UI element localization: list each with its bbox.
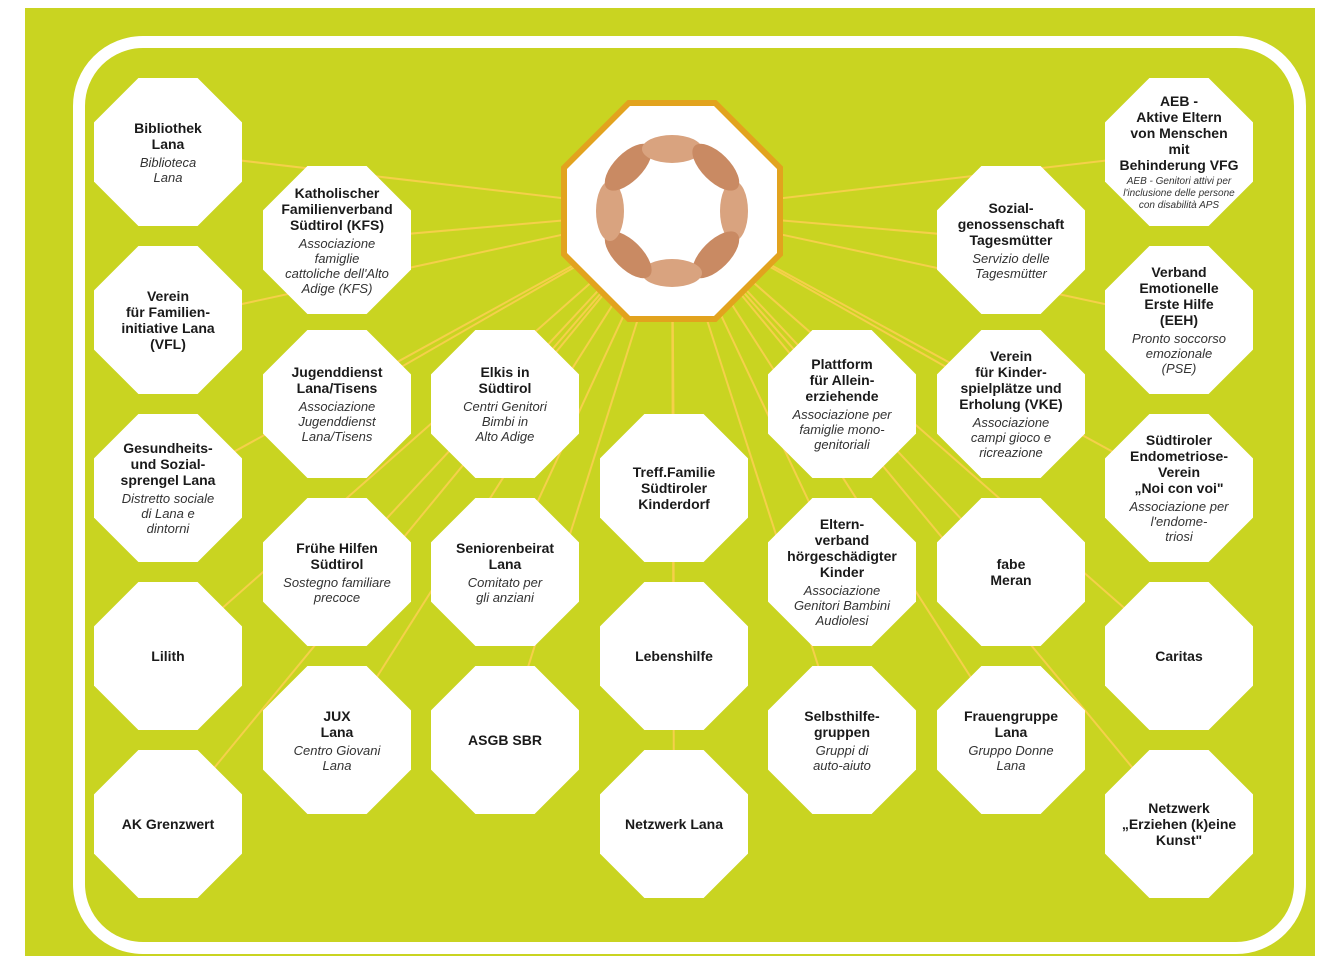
node-title: Elkis in Südtirol: [478, 364, 532, 396]
node-title: Bibliothek Lana: [134, 119, 202, 152]
connector-akgrenz: [167, 210, 673, 825]
node-subtitle: Centro Giovani Lana: [293, 742, 381, 773]
node-subtitle: Associazione famiglie cattoliche dell'Al…: [285, 235, 389, 296]
rounded-frame: [73, 36, 1306, 954]
node-title: Katholischer Familienverband Südtirol (K…: [281, 184, 393, 233]
node-subtitle: Sostegno familiare precoce: [283, 574, 391, 605]
node-subtitle: Pronto soccorso emozionale (PSE): [1132, 331, 1226, 376]
node-title: Verein für Kinder- spielplätze und Erhol…: [959, 348, 1063, 412]
hand-shape: [642, 259, 702, 287]
hand-shape: [604, 143, 652, 191]
node-subtitle: Servizio delle Tagesmütter: [972, 250, 1050, 281]
hand-shape: [720, 181, 748, 241]
node-title: Gesundheits- und Sozial- sprengel Lana: [120, 440, 216, 488]
node-akgrenz: AK Grenzwert: [94, 750, 242, 898]
node-title: ASGB SBR: [468, 732, 542, 748]
hand-shape: [596, 181, 624, 241]
node-subtitle: Centri Genitori Bimbi in Alto Adige: [463, 399, 547, 444]
node-subtitle: Distretto sociale di Lana e dintorni: [121, 491, 215, 536]
node-aeb: AEB - Aktive Eltern von Menschen mit Beh…: [1105, 78, 1253, 226]
node-title: Lebenshilfe: [635, 648, 713, 664]
node-subtitle: Associazione per famiglie mono- genitori…: [792, 407, 892, 452]
node-title: Treff.Familie Südtiroler Kinderdorf: [632, 464, 716, 512]
node-subtitle: Comitato per gli anziani: [467, 574, 543, 605]
node-subtitle: Associazione Genitori Bambini Audiolesi: [793, 583, 891, 628]
hands-circle-icon: [596, 135, 748, 287]
hand-shape: [604, 231, 652, 279]
node-subtitle: Associazione campi gioco e ricreazione: [970, 415, 1052, 460]
node-netzlana: Netzwerk Lana: [600, 750, 748, 898]
center-node: [561, 100, 783, 322]
node-title: AK Grenzwert: [121, 816, 215, 832]
node-title: Verein für Familien- initiative Lana (VF…: [121, 288, 215, 352]
node-vfl: Verein für Familien- initiative Lana (VF…: [94, 246, 242, 394]
node-title: AEB - Aktive Eltern von Menschen mit Beh…: [1119, 92, 1239, 173]
node-title: Seniorenbeirat Lana: [455, 539, 555, 572]
node-title: Netzwerk Lana: [624, 816, 724, 832]
node-title: Netzwerk „Erziehen (k)eine Kunst": [1121, 800, 1237, 848]
node-title: Caritas: [1155, 648, 1203, 664]
hand-shape: [692, 231, 740, 279]
node-title: Selbsthilfe- gruppen: [804, 707, 880, 740]
node-caritas: Caritas: [1105, 582, 1253, 730]
node-subtitle: Associazione per l'endome- triosi: [1129, 499, 1229, 544]
node-title: Südtiroler Endometriose- Verein „Noi con…: [1129, 432, 1228, 496]
hand-shape: [642, 135, 702, 163]
node-kfs: Katholischer Familienverband Südtirol (K…: [263, 166, 411, 314]
node-title: Sozial- genossenschaft Tagesmütter: [957, 199, 1065, 248]
node-treff: Treff.Familie Südtiroler Kinderdorf: [600, 414, 748, 562]
hand-shape: [692, 143, 740, 191]
node-subtitle: Associazione Jugenddienst Lana/Tisens: [298, 399, 376, 444]
node-lebenshilfe: Lebenshilfe: [600, 582, 748, 730]
node-eeh: Verband Emotionelle Erste Hilfe (EEH)Pro…: [1105, 246, 1253, 394]
node-title: Frauengruppe Lana: [963, 707, 1059, 740]
node-lilith: Lilith: [94, 582, 242, 730]
node-title: Verband Emotionelle Erste Hilfe (EEH): [1139, 264, 1219, 328]
connector-erziehen: [671, 210, 1180, 825]
node-subtitle: Gruppi di auto-aiuto: [813, 742, 871, 773]
node-erziehen: Netzwerk „Erziehen (k)eine Kunst": [1105, 750, 1253, 898]
node-title: Frühe Hilfen Südtirol: [296, 539, 378, 572]
node-subtitle: AEB - Genitori attivi per l'inclusione d…: [1123, 175, 1235, 211]
connector-caritas: [671, 210, 1180, 657]
node-endo: Südtiroler Endometriose- Verein „Noi con…: [1105, 414, 1253, 562]
node-title: Plattform für Allein- erziehende: [805, 356, 879, 404]
center-node-inner: [567, 106, 777, 316]
node-title: Eltern- verband hörgeschädigter Kinder: [787, 516, 897, 580]
node-fabe: fabe Meran: [937, 498, 1085, 646]
node-title: Jugenddienst Lana/Tisens: [291, 364, 383, 396]
node-subtitle: Biblioteca Lana: [139, 154, 197, 185]
node-title: JUX Lana: [320, 707, 354, 740]
node-asgb: ASGB SBR: [431, 666, 579, 814]
node-title: fabe Meran: [990, 556, 1032, 588]
connector-lilith: [167, 210, 673, 657]
node-title: Lilith: [151, 648, 185, 664]
node-vke: Verein für Kinder- spielplätze und Erhol…: [937, 330, 1085, 478]
node-subtitle: Gruppo Donne Lana: [968, 742, 1054, 773]
